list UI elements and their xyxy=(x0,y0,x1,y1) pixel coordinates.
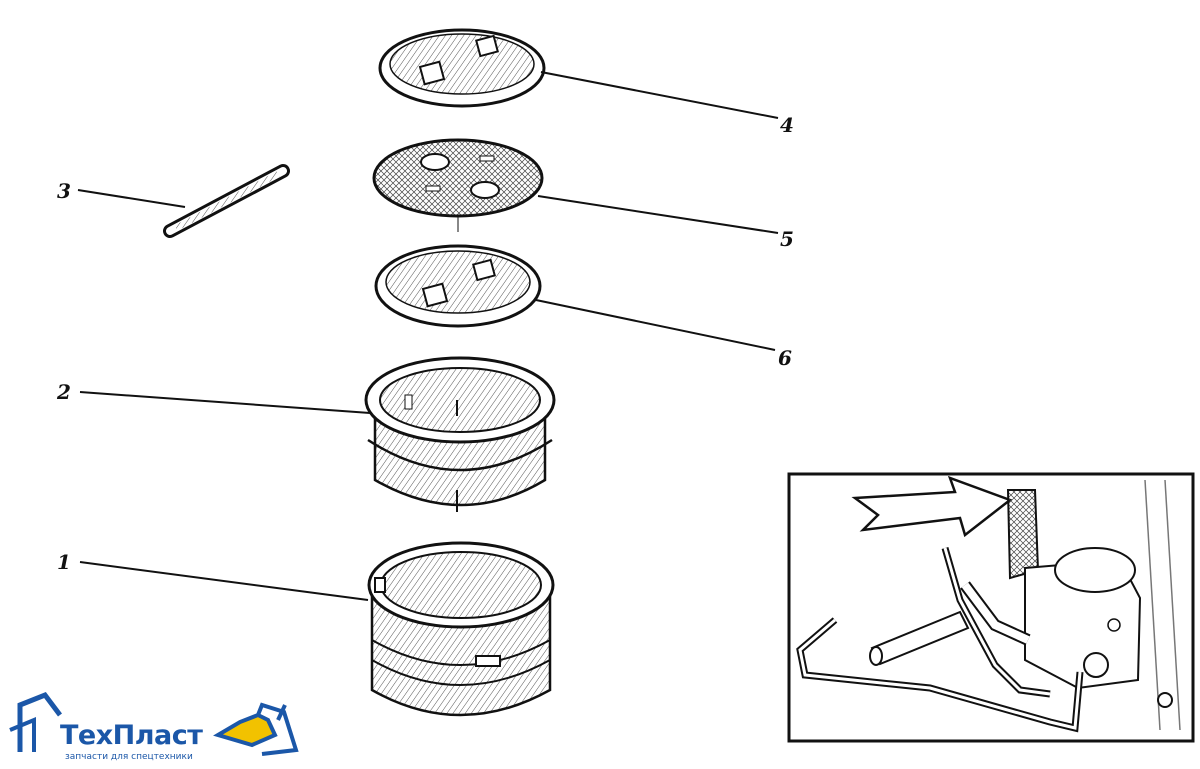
direction-arrow-icon xyxy=(851,475,1013,538)
callout-3: 3 xyxy=(57,179,71,203)
inset-installation-view xyxy=(787,472,1195,743)
part-3-pin xyxy=(163,164,290,238)
callout-2: 2 xyxy=(57,380,71,404)
part-2-ring xyxy=(364,356,556,512)
logo-name: ТехПласт xyxy=(60,720,203,751)
part-6-bottom-cover xyxy=(374,244,542,328)
callout-5: 5 xyxy=(780,227,794,251)
callout-1: 1 xyxy=(57,550,71,574)
logo-tagline: запчасти для спецтехники xyxy=(65,752,193,762)
part-5-filter-disc xyxy=(372,138,544,232)
logo-mark xyxy=(9,691,299,756)
part-4-top-cover xyxy=(378,28,546,108)
part-1-housing xyxy=(367,541,555,717)
callout-4: 4 xyxy=(780,113,794,137)
leader-lines xyxy=(77,71,779,601)
callout-6: 6 xyxy=(778,346,792,370)
